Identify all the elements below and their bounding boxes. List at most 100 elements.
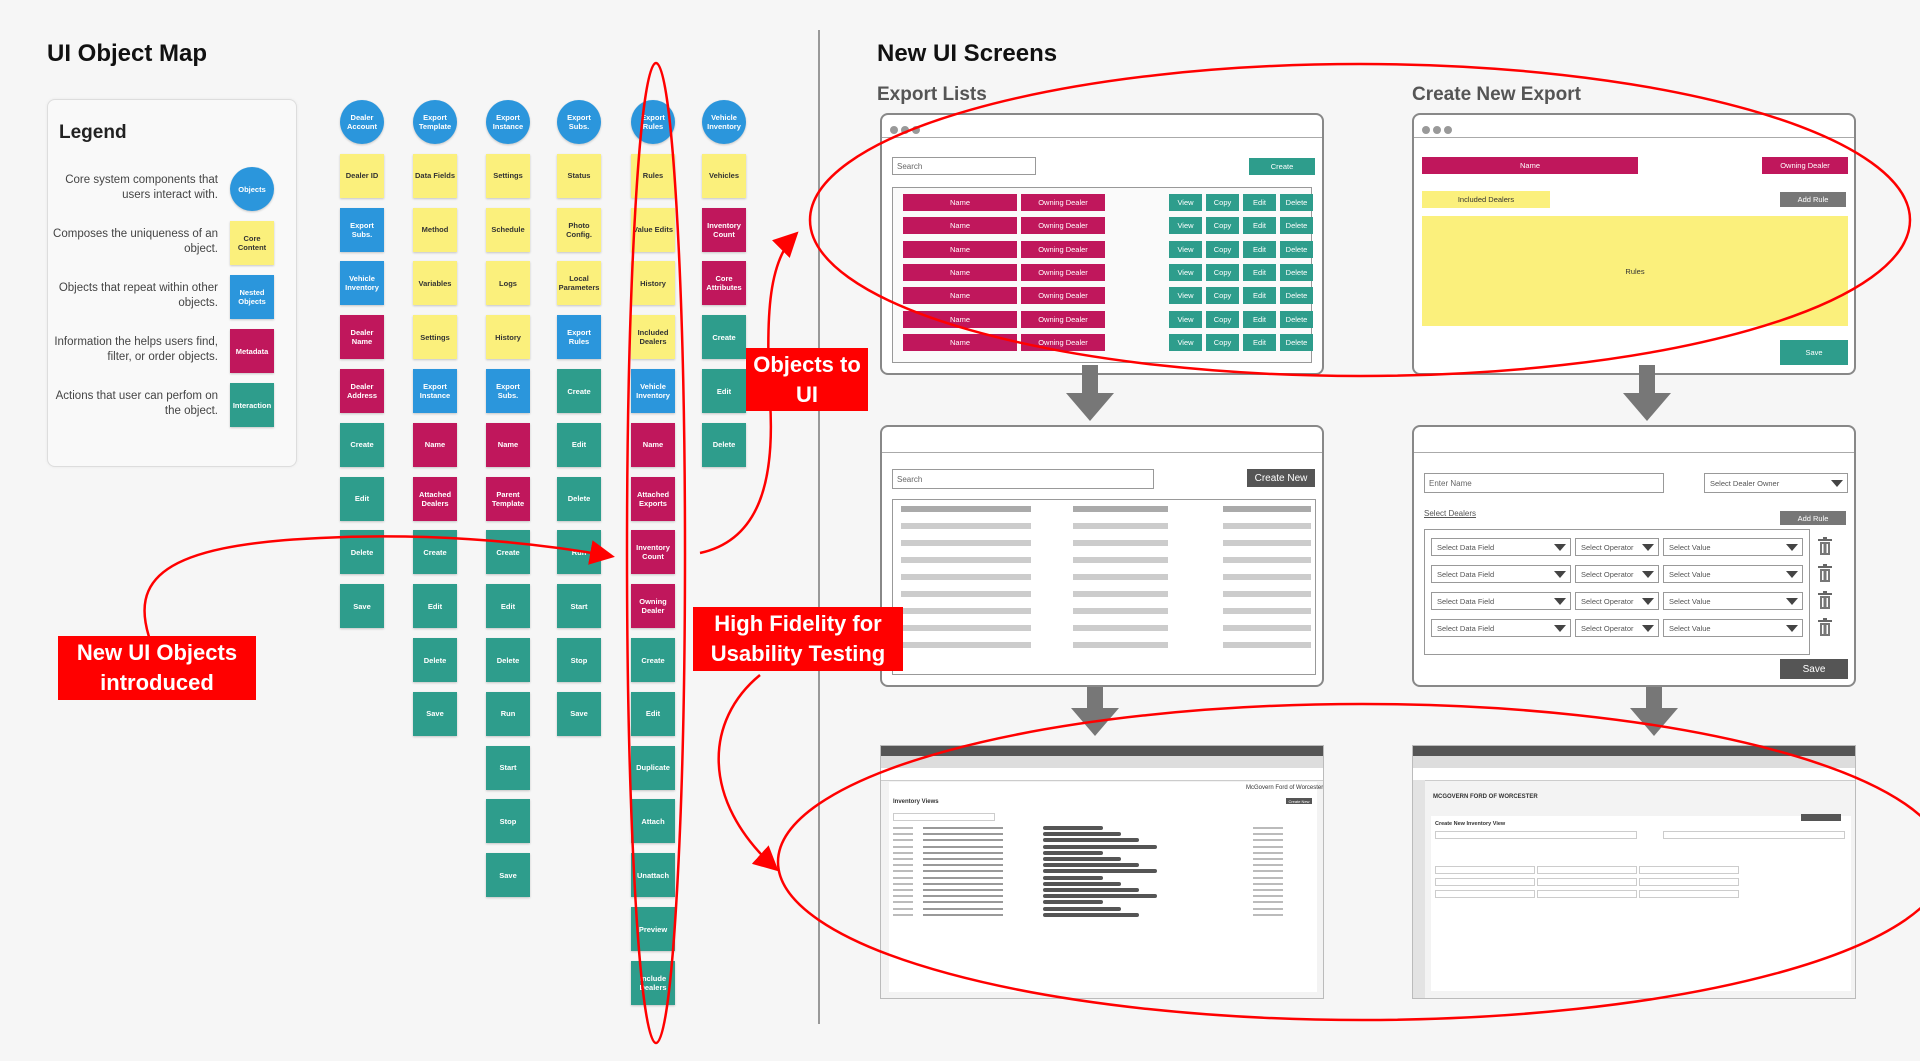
data-field-select[interactable]: Select Data Field — [1431, 538, 1571, 556]
hifi-rule-select[interactable] — [1435, 866, 1535, 874]
value-select[interactable]: Select Value — [1663, 619, 1803, 637]
row-copy-button[interactable]: Copy — [1206, 310, 1239, 328]
object-node: Vehicle Inventory — [340, 261, 384, 306]
hifi-table-row — [893, 912, 1311, 917]
name-field[interactable]: Name — [1422, 157, 1638, 174]
legend-swatch: Core Content — [230, 221, 274, 265]
hifi-rule-select[interactable] — [1639, 878, 1739, 886]
hifi-rule-select[interactable] — [1435, 890, 1535, 898]
skeleton-cell — [901, 506, 1031, 512]
add-rule-button[interactable]: Add Rule — [1780, 192, 1846, 207]
object-node: Run — [486, 691, 530, 736]
enter-name-input[interactable]: Enter Name — [1424, 473, 1664, 493]
search-input[interactable]: Search — [892, 157, 1036, 175]
skeleton-cell — [901, 557, 1031, 563]
row-copy-button[interactable]: Copy — [1206, 333, 1239, 351]
row-copy-button[interactable]: Copy — [1206, 287, 1239, 305]
object-node: Save — [413, 691, 457, 736]
row-delete-button[interactable]: Delete — [1280, 263, 1313, 281]
create-new-export-heading: Create New Export — [1412, 84, 1581, 105]
value-select[interactable]: Select Value — [1663, 565, 1803, 583]
object-node: History — [631, 261, 675, 306]
create-button[interactable]: Create — [1249, 158, 1315, 175]
select-dealer-owner[interactable]: Select Dealer Owner — [1704, 473, 1848, 493]
trash-icon[interactable] — [1818, 564, 1832, 582]
data-field-select[interactable]: Select Data Field — [1431, 619, 1571, 637]
owning-dealer-field[interactable]: Owning Dealer — [1762, 157, 1848, 174]
row-copy-button[interactable]: Copy — [1206, 217, 1239, 235]
select-dealers-link[interactable]: Select Dealers — [1424, 509, 1477, 518]
hifi-search-input[interactable] — [893, 813, 995, 821]
row-edit-button[interactable]: Edit — [1243, 287, 1276, 305]
hifi-rule-select[interactable] — [1537, 878, 1637, 886]
trash-icon[interactable] — [1818, 618, 1832, 636]
row-copy-button[interactable]: Copy — [1206, 240, 1239, 258]
section-divider — [818, 30, 820, 1024]
row-delete-button[interactable]: Delete — [1280, 194, 1313, 211]
hifi-owner-select[interactable] — [1663, 831, 1845, 839]
hifi-rule-select[interactable] — [1639, 866, 1739, 874]
skeleton-cell — [1073, 506, 1168, 512]
value-select[interactable]: Select Value — [1663, 592, 1803, 610]
create-new-button[interactable]: Create New — [1247, 469, 1315, 487]
row-view-button[interactable]: View — [1169, 217, 1202, 235]
hifi-rule-select[interactable] — [1639, 890, 1739, 898]
value-select[interactable]: Select Value — [1663, 538, 1803, 556]
trash-icon[interactable] — [1818, 591, 1832, 609]
object-node: Export Instance — [486, 100, 530, 144]
legend-description: Composes the uniqueness of an object. — [53, 228, 218, 255]
operator-select[interactable]: Select Operator — [1575, 592, 1659, 610]
row-view-button[interactable]: View — [1169, 333, 1202, 351]
object-node: Save — [340, 584, 384, 629]
operator-select[interactable]: Select Operator — [1575, 619, 1659, 637]
trash-icon[interactable] — [1818, 537, 1832, 555]
add-rule-button[interactable]: Add Rule — [1780, 511, 1846, 525]
row-edit-button[interactable]: Edit — [1243, 217, 1276, 235]
row-name: Name — [903, 310, 1017, 328]
row-edit-button[interactable]: Edit — [1243, 240, 1276, 258]
row-view-button[interactable]: View — [1169, 194, 1202, 211]
hifi-table-row — [893, 857, 1311, 861]
row-name: Name — [903, 287, 1017, 305]
object-node: Parent Template — [486, 476, 530, 521]
row-copy-button[interactable]: Copy — [1206, 194, 1239, 211]
hifi-save-button[interactable] — [1801, 814, 1841, 821]
row-view-button[interactable]: View — [1169, 287, 1202, 305]
skeleton-cell — [1073, 574, 1168, 580]
row-delete-button[interactable]: Delete — [1280, 287, 1313, 305]
object-node: Method — [413, 207, 457, 252]
row-copy-button[interactable]: Copy — [1206, 263, 1239, 281]
skeleton-cell — [1223, 591, 1311, 597]
operator-select[interactable]: Select Operator — [1575, 565, 1659, 583]
row-edit-button[interactable]: Edit — [1243, 333, 1276, 351]
included-dealers-field[interactable]: Included Dealers — [1422, 191, 1550, 208]
hifi-table-row — [893, 832, 1311, 837]
row-delete-button[interactable]: Delete — [1280, 217, 1313, 235]
object-node: Stop — [486, 799, 530, 844]
row-delete-button[interactable]: Delete — [1280, 310, 1313, 328]
row-edit-button[interactable]: Edit — [1243, 263, 1276, 281]
hifi-rule-select[interactable] — [1537, 890, 1637, 898]
save-button[interactable]: Save — [1780, 340, 1848, 365]
row-delete-button[interactable]: Delete — [1280, 333, 1313, 351]
data-field-select[interactable]: Select Data Field — [1431, 592, 1571, 610]
save-button[interactable]: Save — [1780, 659, 1848, 679]
hifi-rule-select[interactable] — [1537, 866, 1637, 874]
row-view-button[interactable]: View — [1169, 263, 1202, 281]
data-field-select[interactable]: Select Data Field — [1431, 565, 1571, 583]
hifi-rule-select[interactable] — [1435, 878, 1535, 886]
object-node: Attach — [631, 799, 675, 844]
search-input[interactable]: Search — [892, 469, 1154, 489]
operator-select[interactable]: Select Operator — [1575, 538, 1659, 556]
skeleton-cell — [1073, 591, 1168, 597]
create-new-button[interactable]: Create New — [1286, 798, 1312, 804]
row-edit-button[interactable]: Edit — [1243, 310, 1276, 328]
object-node: Data Fields — [413, 153, 457, 198]
hifi-name-input[interactable] — [1435, 831, 1637, 839]
row-delete-button[interactable]: Delete — [1280, 240, 1313, 258]
row-view-button[interactable]: View — [1169, 310, 1202, 328]
row-name: Name — [903, 194, 1017, 211]
row-view-button[interactable]: View — [1169, 240, 1202, 258]
row-edit-button[interactable]: Edit — [1243, 194, 1276, 211]
